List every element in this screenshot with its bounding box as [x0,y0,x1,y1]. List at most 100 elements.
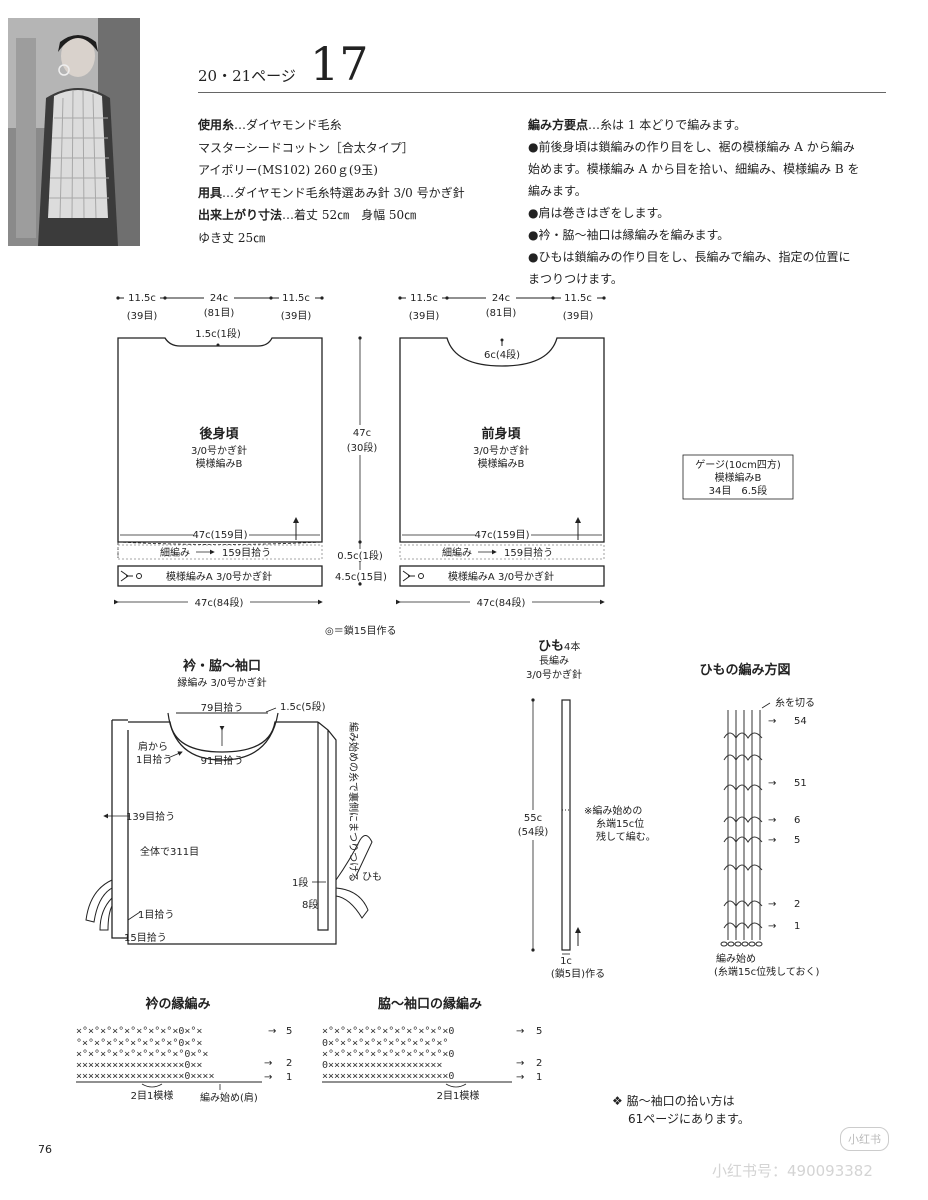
gauge-text: 34目 6.5段 [709,484,768,497]
instructions-block: 編み方要点…糸は 1 本どりで編みます。 ●前後身頃は鎖編みの作り目をし、裾の模… [528,114,860,290]
chart-label: 編み始め [716,952,756,965]
row-arrow: → [768,716,776,727]
dim-text: 0.5c(1段) [337,549,383,562]
size-label: 出来上がり寸法 [198,208,283,222]
gauge-text: ゲージ(10cm四方) [695,458,781,471]
dim-text: 1.5c(1段) [195,327,241,340]
dim-text: 24c [210,293,228,304]
dim-text: 1c [560,956,572,967]
row-num: 1 [536,1072,542,1083]
pattern-number: 17 [310,37,369,91]
piece-needle: 3/0号かぎ針 [191,444,247,457]
sc-label: 細編み [442,546,472,559]
row-num: 2 [536,1058,542,1069]
chart-label: 編み始め(肩) [200,1091,258,1104]
tip-line: ●衿・脇～袖口は縁編みを編みます。 [528,228,730,242]
page-number: 76 [38,1143,52,1156]
row-num: 5 [536,1026,542,1037]
yarn-name: マスターシードコットン［合太タイプ］ [198,140,414,155]
tie-needle: 3/0号かぎ針 [526,668,582,681]
tie-count: 4本 [564,640,580,653]
sc-label: 細編み [160,546,190,559]
edge-label: 91目拾う [201,754,244,767]
patA-label: 模様編みA 3/0号かぎ針 [166,570,272,583]
tie-note: 糸端15c位 [596,817,644,830]
height-dimension: 47c (30段) 0.5c(1段) 4.5c(15目) [332,336,390,586]
piece-title: 前身頃 [481,426,521,442]
row-num: 5 [794,835,800,846]
dim-text: 47c(159目) [474,530,529,541]
chart-label: 糸を切る [775,697,815,709]
tie-note: ※編み始めの [584,804,642,817]
dim-text: (39目) [127,311,158,322]
edge-label: 15目拾う [124,931,167,944]
tip-line: ●ひもは鎖編みの作り目をし、長編みで編み、指定の位置に [528,250,851,264]
row-num: 5 [286,1026,292,1037]
edging-diagram: 衿・脇～袖口 縁編み 3/0号かぎ針 79目拾う 1.5c(5段) 肩から 1目… [85,658,382,945]
front-body-diagram: 11.5c (39目) 24c (81目) 11.5c (39目) 6c(4段)… [396,291,606,609]
tools-label: 用具 [198,185,223,200]
row-arrow: → [516,1026,524,1037]
edge-label: 79目拾う [201,701,244,714]
section-title: 脇～袖口の縁編み [378,996,482,1012]
tie-note: 残して編む。 [596,830,656,843]
row-num: 2 [794,899,800,910]
dim-text: 47c(159目) [192,530,247,541]
tips-intro: …糸は 1 本どりで編みます。 [588,118,747,132]
piece-pattern: 模様編みB [478,457,525,470]
side-note: 編み始めの糸で裏側にまつりつける [347,722,360,882]
model-photo [8,18,140,246]
dim-text: (54段) [518,825,549,838]
dim-text: 11.5c [282,293,310,304]
side-edging-chart: 脇～袖口の縁編み ×°×°×°×°×°×°×°×°×°×°×0 0×°×°×°×… [322,996,542,1102]
dim-text: (39目) [563,311,594,322]
row-arrow: → [264,1058,272,1069]
tools-value: …ダイヤモンド毛糸特選あみ針 3/0 号かぎ針 [222,185,465,200]
row-arrow: → [768,899,776,910]
svg-text:×°×°×°×°×°×°×°×°×0×°×: ×°×°×°×°×°×°×°×°×0×°× [76,1026,202,1037]
gauge-text: 模様編みB [715,471,762,484]
chart-label: (糸端15c位残しておく) [714,965,820,978]
svg-text:××××××××××××××××××0××××: ××××××××××××××××××0×××× [76,1071,214,1082]
tip-line: 編みます。 [528,184,587,198]
watermark-id: 小红书号：490093382 [712,1162,873,1180]
edge-label: ひも [362,871,382,883]
svg-text:××××××××××××××××××0××: ××××××××××××××××××0×× [76,1060,202,1071]
row-arrow: → [516,1072,524,1083]
gauge-box: ゲージ(10cm四方) 模様編みB 34目 6.5段 [682,454,794,500]
row-arrow: → [768,815,776,826]
tie-stitch-chart: ひもの編み方図 糸を切る →54 →51 →6 →5 →2 →1 編み始め (糸… [699,662,819,978]
svg-text:0×××××××××××××××××××: 0××××××××××××××××××× [322,1060,442,1071]
dim-text: (鎖5目)作る [551,967,605,980]
dim-text: 55c [524,813,542,824]
edge-label: 肩から [138,740,168,753]
tip-line: 始めます。模様編み A から目を拾い、細編み、模様編み B を [528,162,860,176]
chain-note: ◎＝鎖15目作る [325,624,396,637]
row-arrow: → [264,1072,272,1083]
svg-text:0×°×°×°×°×°×°×°×°×°×°: 0×°×°×°×°×°×°×°×°×°×° [322,1038,448,1049]
tip-line: まつりつけます。 [528,272,623,286]
yarn-value: …ダイヤモンド毛糸 [234,118,342,132]
row-num: 1 [286,1072,292,1083]
edge-label: 1.5c(5段) [280,700,326,713]
note-line: 61ページにあります。 [628,1112,750,1126]
edge-label: 1目拾う [136,753,172,766]
tip-line: ●肩は巻きはぎをします。 [528,206,670,220]
size-value-2: ゆき丈 25㎝ [198,230,266,245]
edge-label: 1段 [292,876,308,889]
row-arrow: → [516,1058,524,1069]
row-num: 1 [794,921,800,932]
dim-text: 24c [492,293,510,304]
tie-diagram: ひも 4本 長編み 3/0号かぎ針 55c (54段) ※編み始めの 糸端15c… [515,639,656,980]
section-sub: 縁編み 3/0号かぎ針 [177,676,266,689]
dim-text: (81目) [204,308,235,319]
dim-text: (30段) [347,441,378,454]
edge-label: 全体で311目 [140,845,199,858]
tie-stitch: 長編み [539,654,569,667]
tip-line: ●前後身頃は鎖編みの作り目をし、裾の模様編み A から編み [528,140,855,154]
page-range: 20・21ページ [198,67,296,85]
tips-label: 編み方要点 [528,118,589,132]
collar-edging-chart: 衿の縁編み ×°×°×°×°×°×°×°×°×0×°× °×°×°×°×°×°×… [76,996,292,1104]
dim-text: (39目) [409,311,440,322]
pick-label: 159目拾う [504,546,553,559]
